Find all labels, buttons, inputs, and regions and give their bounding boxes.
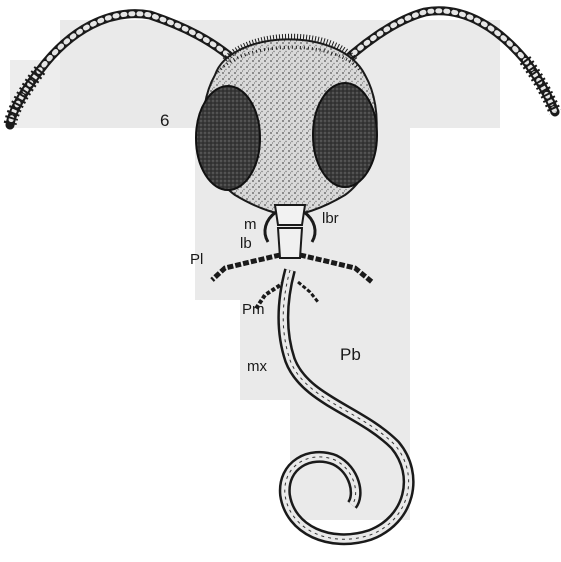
labium-base [278,228,302,258]
label-pb: Pb [340,346,361,363]
left-compound-eye [196,86,260,190]
label-lb: lb [240,236,252,251]
label-pm: Pm [242,302,265,317]
label-lbr: lbr [322,211,339,226]
label-mx: mx [247,359,267,374]
right-compound-eye [313,83,377,187]
label-m: m [244,217,257,232]
label-pl: Pl [190,252,203,267]
labrum [275,205,305,225]
label-b: 6 [160,112,169,129]
